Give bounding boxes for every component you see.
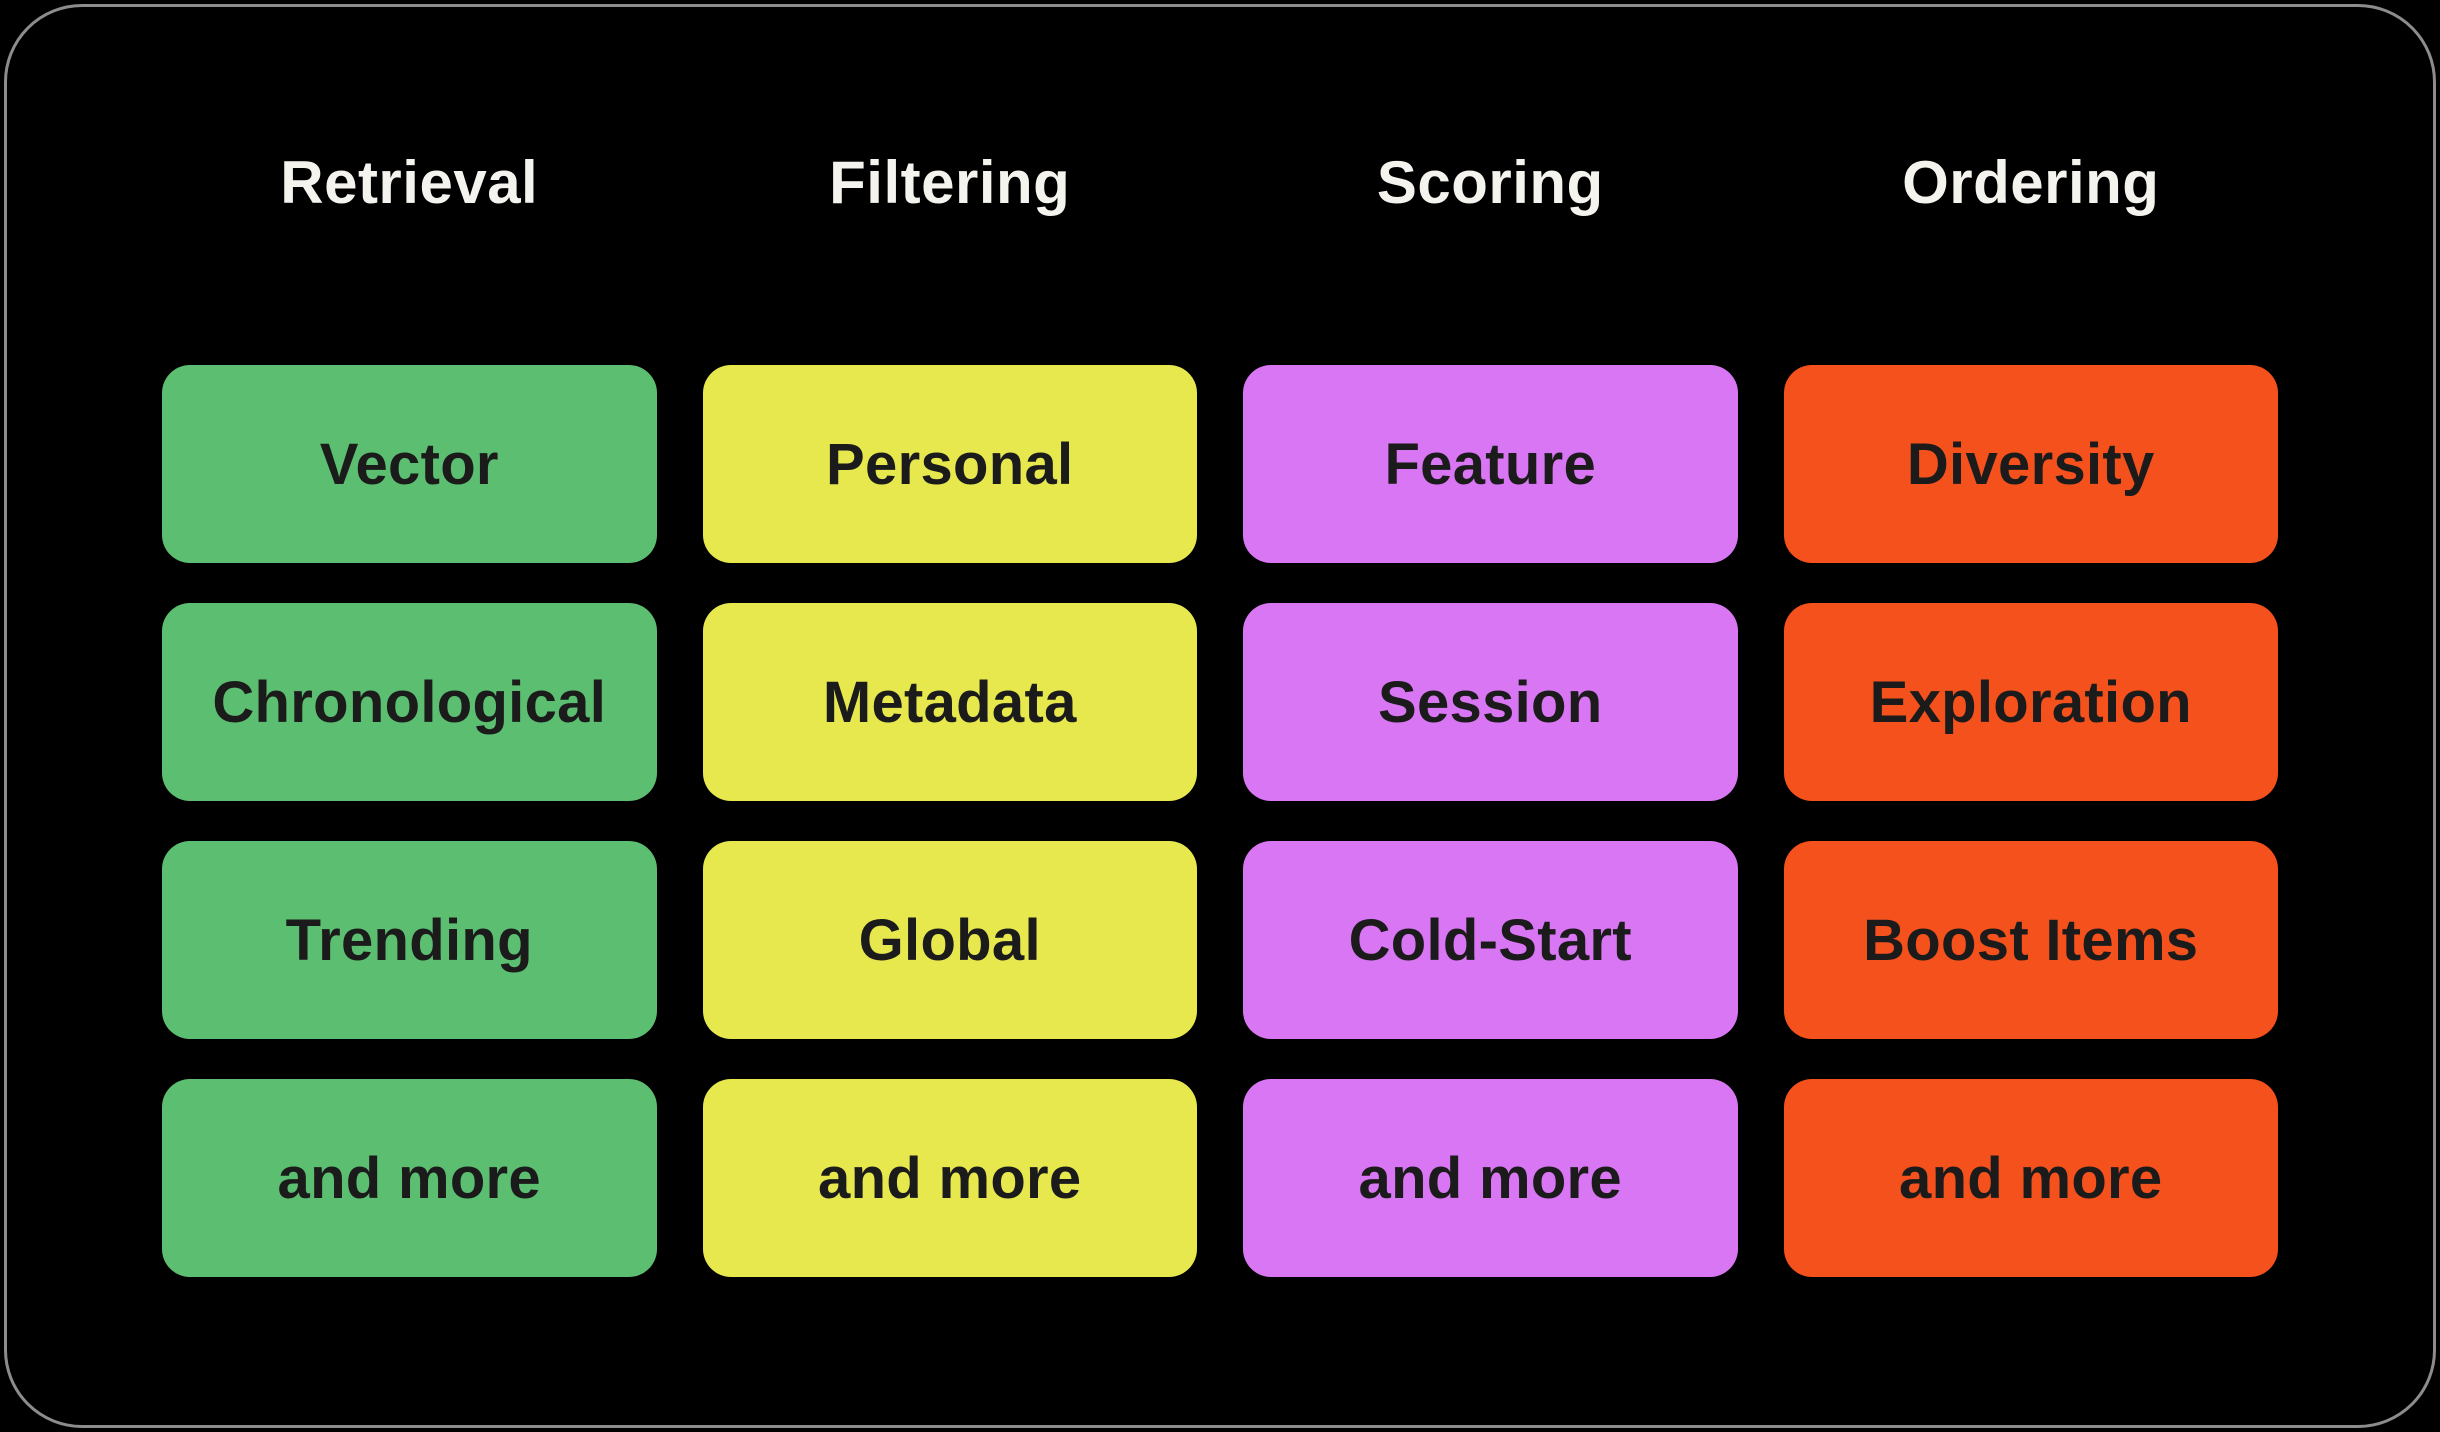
pill-retrieval-vector: Vector (162, 365, 657, 563)
diagram-frame (4, 4, 2436, 1428)
pill-grid: Vector Personal Feature Diversity Chrono… (162, 365, 2278, 1277)
pill-retrieval-and-more: and more (162, 1079, 657, 1277)
column-header-filtering: Filtering (829, 149, 1071, 216)
pill-ordering-and-more: and more (1783, 1079, 2278, 1277)
column-header-scoring: Scoring (1376, 149, 1604, 216)
pill-retrieval-chronological: Chronological (162, 603, 657, 801)
pill-ordering-diversity: Diversity (1783, 365, 2278, 563)
column-headers: Retrieval Filtering Scoring Ordering (162, 148, 2278, 218)
pipeline-diagram: Retrieval Filtering Scoring Ordering Vec… (162, 148, 2278, 1277)
pill-ordering-exploration: Exploration (1783, 603, 2278, 801)
pill-scoring-and-more: and more (1243, 1079, 1738, 1277)
pill-filtering-and-more: and more (702, 1079, 1197, 1277)
column-header-ordering: Ordering (1902, 149, 2160, 216)
pill-filtering-metadata: Metadata (702, 603, 1197, 801)
pill-ordering-boost-items: Boost Items (1783, 841, 2278, 1039)
pill-filtering-personal: Personal (702, 365, 1197, 563)
pill-scoring-feature: Feature (1243, 365, 1738, 563)
pill-retrieval-trending: Trending (162, 841, 657, 1039)
column-header-retrieval: Retrieval (280, 149, 539, 216)
pill-scoring-session: Session (1243, 603, 1738, 801)
pill-filtering-global: Global (702, 841, 1197, 1039)
pill-scoring-cold-start: Cold-Start (1243, 841, 1738, 1039)
